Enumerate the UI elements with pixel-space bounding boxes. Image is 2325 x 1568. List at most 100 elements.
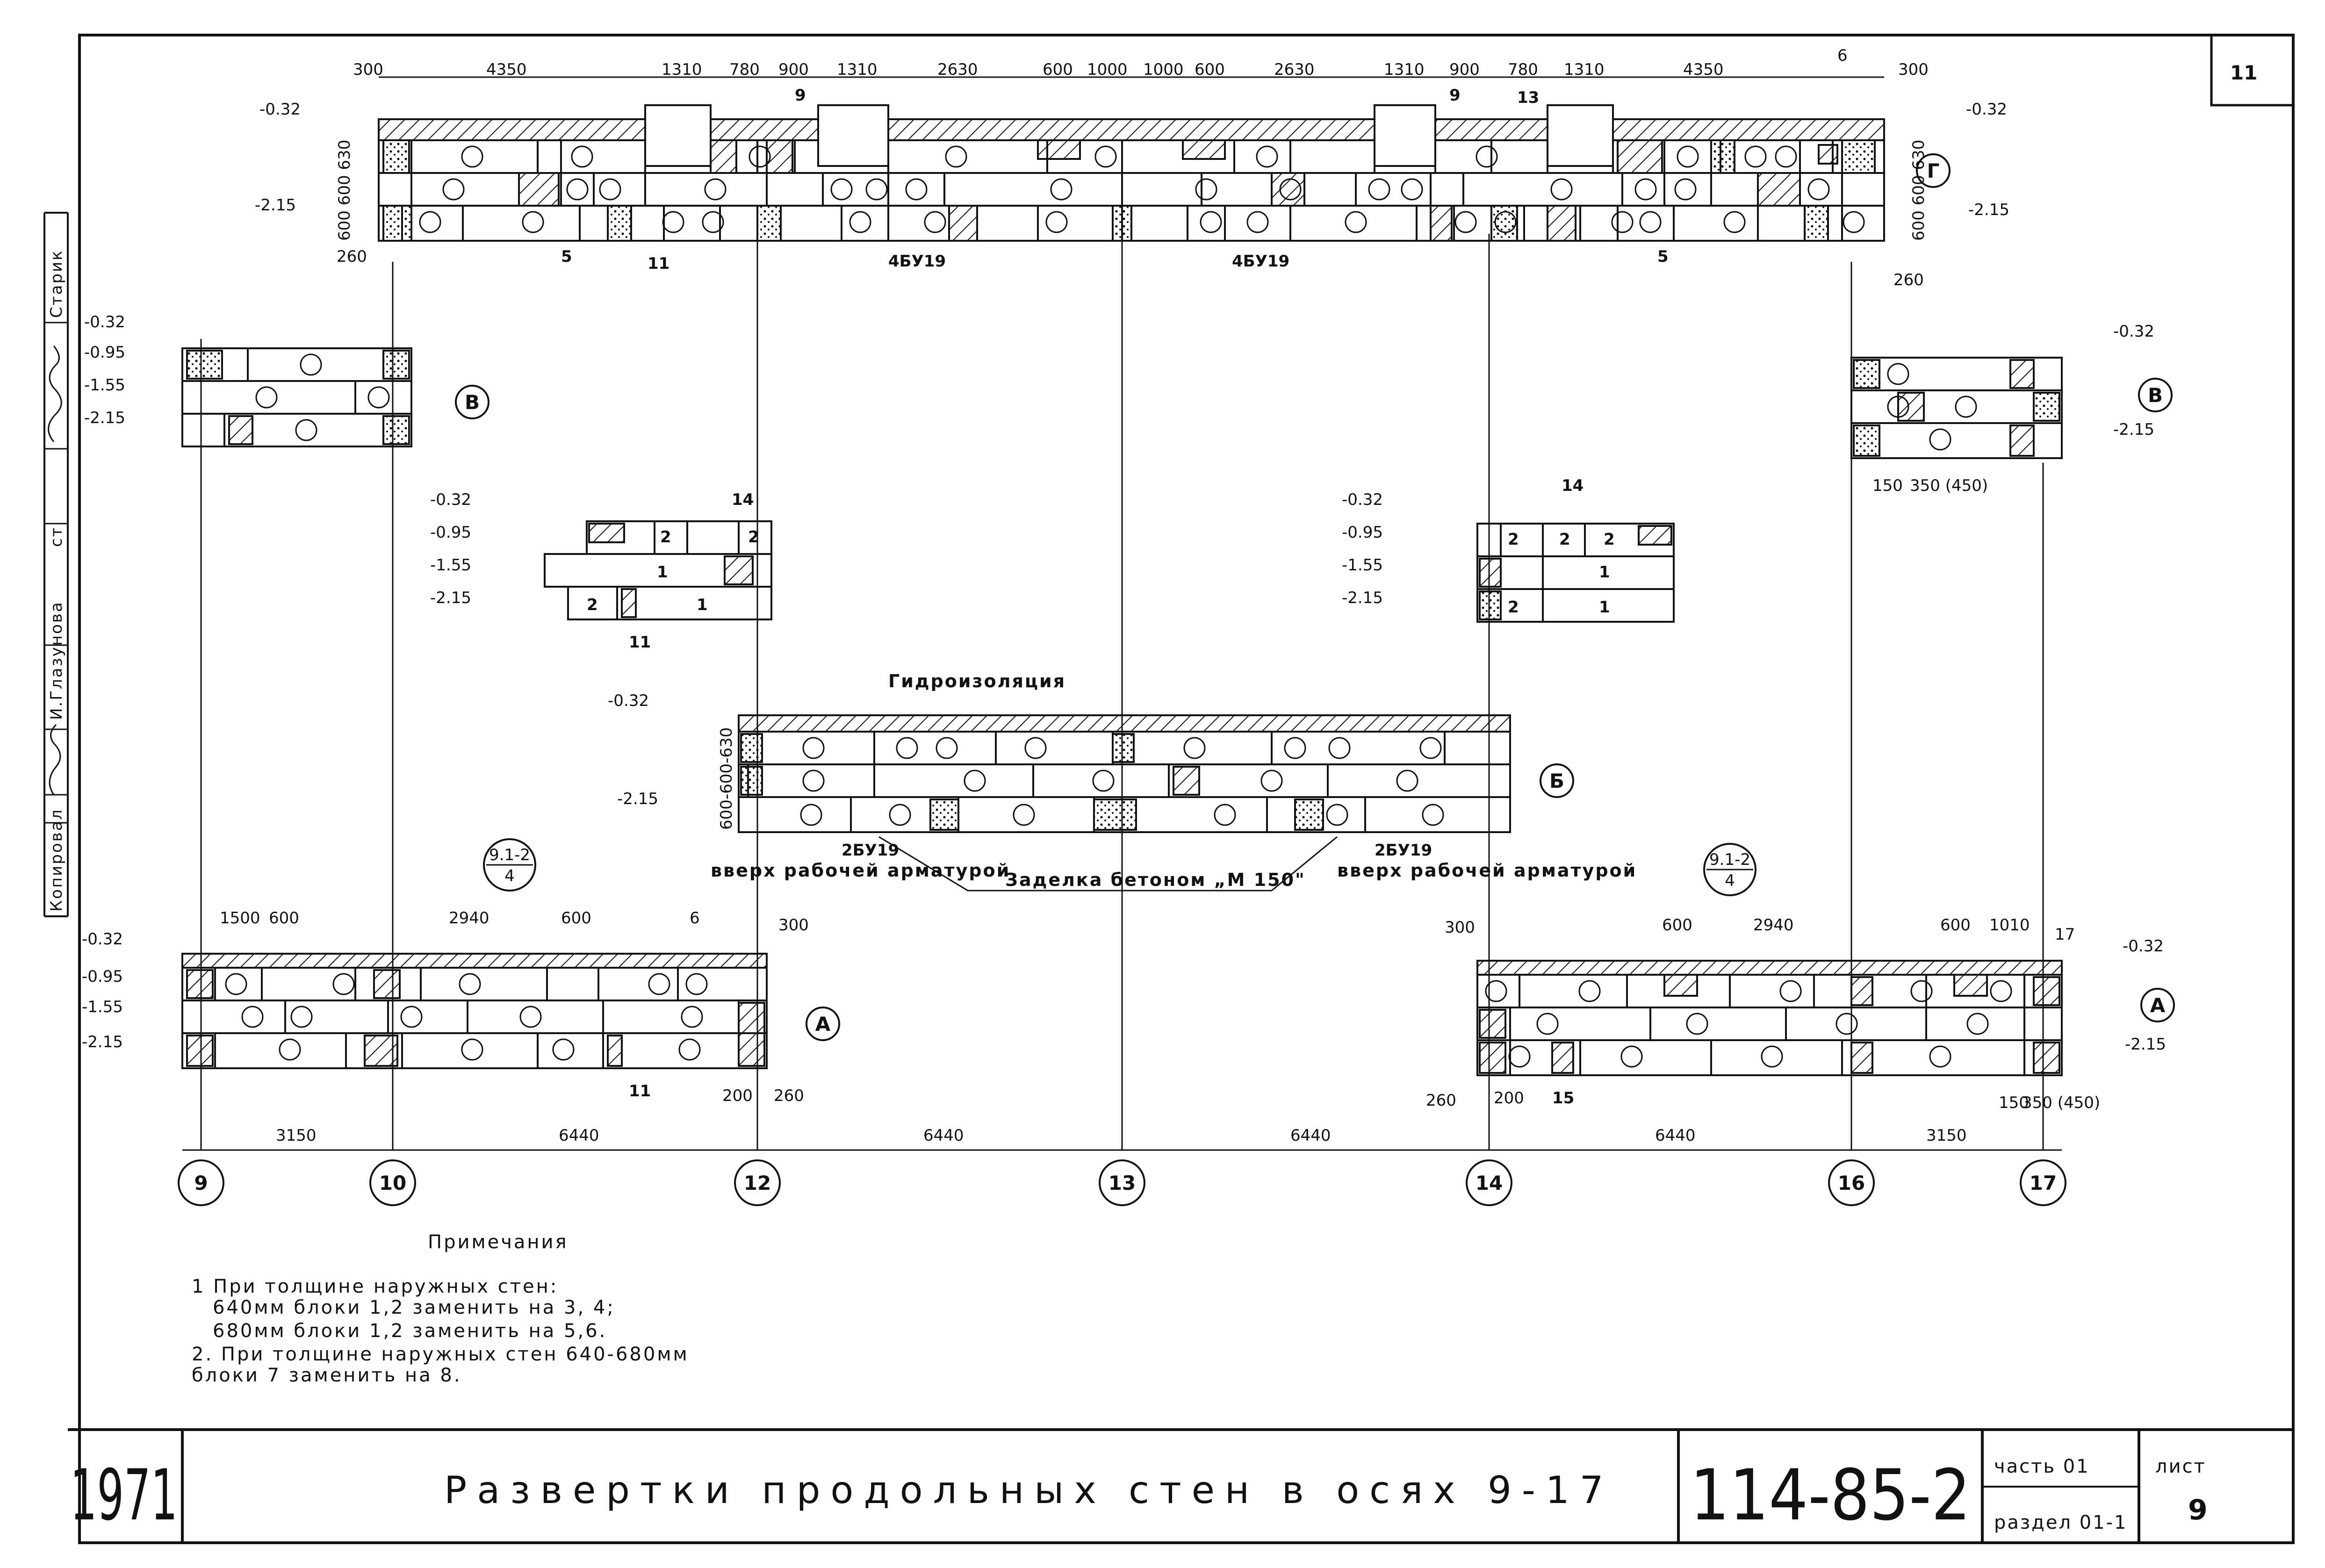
svg-text:6440: 6440 (923, 1126, 964, 1145)
stamp-title: Развертки продольных стен в осях 9-17 (444, 1468, 1614, 1512)
svg-text:9: 9 (194, 1172, 208, 1194)
wall-A-left-marks (225, 973, 708, 1061)
svg-text:-1.55: -1.55 (84, 376, 125, 395)
svg-text:600: 600 (1662, 916, 1692, 935)
svg-text:6440: 6440 (1290, 1126, 1331, 1145)
svg-text:300: 300 (1445, 918, 1475, 937)
svg-text:17: 17 (2055, 925, 2075, 944)
svg-text:11: 11 (629, 633, 651, 652)
svg-text:-0.32: -0.32 (82, 930, 123, 949)
svg-text:150: 150 (1872, 476, 1903, 495)
svg-text:11: 11 (629, 1082, 651, 1100)
svg-text:1: 1 (1599, 598, 1610, 617)
svg-text:-2.15: -2.15 (255, 196, 296, 215)
svg-text:В: В (465, 391, 480, 414)
svg-text:-0.32: -0.32 (2123, 937, 2164, 956)
svg-text:6440: 6440 (1655, 1126, 1696, 1145)
wall-V-right (1850, 357, 2063, 459)
svg-text:2: 2 (660, 528, 671, 547)
notes-line-2: 640мм блоки 1,2 заменить на 3, 4; (213, 1297, 615, 1318)
svg-text:200: 200 (722, 1086, 753, 1105)
axis-bubbles: 9 10 12 13 14 16 17 (178, 1159, 2066, 1206)
stamp-year: 1971 (70, 1455, 178, 1536)
svg-text:150: 150 (1999, 1093, 2029, 1112)
svg-text:2630: 2630 (1274, 60, 1315, 79)
wall-B-annotations: -0.32 -2.15 Гидроизоляция 2БУ19 2БУ19 вв… (608, 671, 1635, 892)
svg-text:600 600 630: 600 600 630 (335, 140, 354, 241)
axis-12: 12 (734, 1159, 781, 1206)
svg-text:А: А (2150, 994, 2166, 1017)
svg-text:1310: 1310 (837, 60, 878, 79)
svg-text:13: 13 (1517, 88, 1539, 107)
stamp-section: раздел 01-1 (1994, 1512, 2128, 1533)
svg-text:-0.32: -0.32 (430, 490, 471, 509)
signature-1 (49, 724, 61, 795)
axis-9: 9 (178, 1159, 224, 1206)
detail-right-small (1476, 523, 1675, 623)
svg-text:300: 300 (1898, 60, 1929, 79)
svg-text:-2.15: -2.15 (2125, 1035, 2166, 1054)
svg-text:Заделка бетоном „М 150": Заделка бетоном „М 150" (1005, 870, 1306, 890)
wall-V-right-annotations: -0.32 -2.15 150 350 (450) В (1872, 322, 2173, 495)
height-labels: 600 600 630 600 600 630 600-600-630 (335, 140, 1928, 830)
svg-text:9.1-2: 9.1-2 (489, 846, 530, 864)
svg-text:260: 260 (774, 1086, 804, 1105)
svg-text:13: 13 (1109, 1172, 1136, 1194)
stamp-part: часть 01 (1994, 1456, 2090, 1477)
notes-line-4: 2. При толщине наружных стен 640-680мм (192, 1344, 689, 1365)
svg-text:1000: 1000 (1087, 60, 1128, 79)
svg-text:-0.32: -0.32 (608, 691, 649, 710)
svg-text:9.1-2: 9.1-2 (1709, 850, 1750, 869)
svg-text:-0.95: -0.95 (430, 523, 471, 542)
svg-text:2: 2 (748, 528, 759, 547)
svg-text:вверх рабочей арматурой: вверх рабочей арматурой (711, 860, 1010, 881)
title-block: 1971 Развертки продольных стен в осях 9-… (70, 1455, 2208, 1536)
corner-sheet-number: 11 (2230, 61, 2257, 84)
svg-text:1: 1 (657, 563, 668, 582)
svg-text:2: 2 (1508, 598, 1519, 617)
axis-dimensions: 3150 6440 6440 6440 6440 6440 3150 (276, 1126, 1967, 1145)
svg-text:В: В (2148, 384, 2163, 407)
side-stamp-senior: Старик (47, 249, 66, 318)
sheet-frame (43, 34, 2295, 1544)
svg-text:10: 10 (379, 1172, 406, 1194)
svg-text:12: 12 (744, 1172, 771, 1194)
svg-text:780: 780 (729, 60, 760, 79)
wall-A-left (181, 953, 768, 1069)
svg-text:600: 600 (1043, 60, 1073, 79)
wall-G-block-marks (419, 145, 1865, 233)
notes-heading: Примечания (428, 1231, 569, 1253)
svg-text:1310: 1310 (1564, 60, 1605, 79)
svg-text:6: 6 (690, 909, 700, 928)
notes-line-5: блоки 7 заменить на 8. (192, 1365, 462, 1386)
side-stamp: Копировал И.Глазунова ст Старик (47, 249, 66, 912)
svg-text:14: 14 (1476, 1172, 1503, 1194)
svg-text:-2.15: -2.15 (2113, 420, 2154, 439)
svg-text:16: 16 (1838, 1172, 1865, 1194)
svg-text:600: 600 (1940, 916, 1971, 935)
notes: Примечания 1 При толщине наружных стен: … (192, 1231, 689, 1386)
svg-text:3150: 3150 (276, 1126, 317, 1145)
svg-text:350 (450): 350 (450) (2022, 1093, 2100, 1112)
svg-text:6: 6 (1837, 46, 1848, 65)
svg-text:1000: 1000 (1143, 60, 1184, 79)
svg-text:4350: 4350 (486, 60, 527, 79)
svg-text:300: 300 (353, 60, 383, 79)
svg-text:260: 260 (1893, 271, 1924, 289)
wall-A-right (1476, 960, 2063, 1076)
svg-text:2БУ19: 2БУ19 (842, 841, 899, 860)
axis-17: 17 (2020, 1159, 2066, 1206)
svg-text:5: 5 (1657, 247, 1669, 266)
wall-A-left-annotations: -0.32 -0.95 -1.55 -2.15 1500 600 2940 60… (82, 838, 840, 1105)
svg-text:260: 260 (337, 247, 367, 266)
svg-text:780: 780 (1508, 60, 1538, 79)
svg-text:6440: 6440 (559, 1126, 599, 1145)
svg-text:2940: 2940 (449, 909, 489, 928)
svg-text:1: 1 (697, 596, 708, 614)
axis-14: 14 (1466, 1159, 1512, 1206)
svg-text:-1.55: -1.55 (430, 556, 471, 575)
svg-text:Г: Г (1927, 159, 1940, 182)
svg-text:-0.32: -0.32 (1342, 490, 1383, 509)
